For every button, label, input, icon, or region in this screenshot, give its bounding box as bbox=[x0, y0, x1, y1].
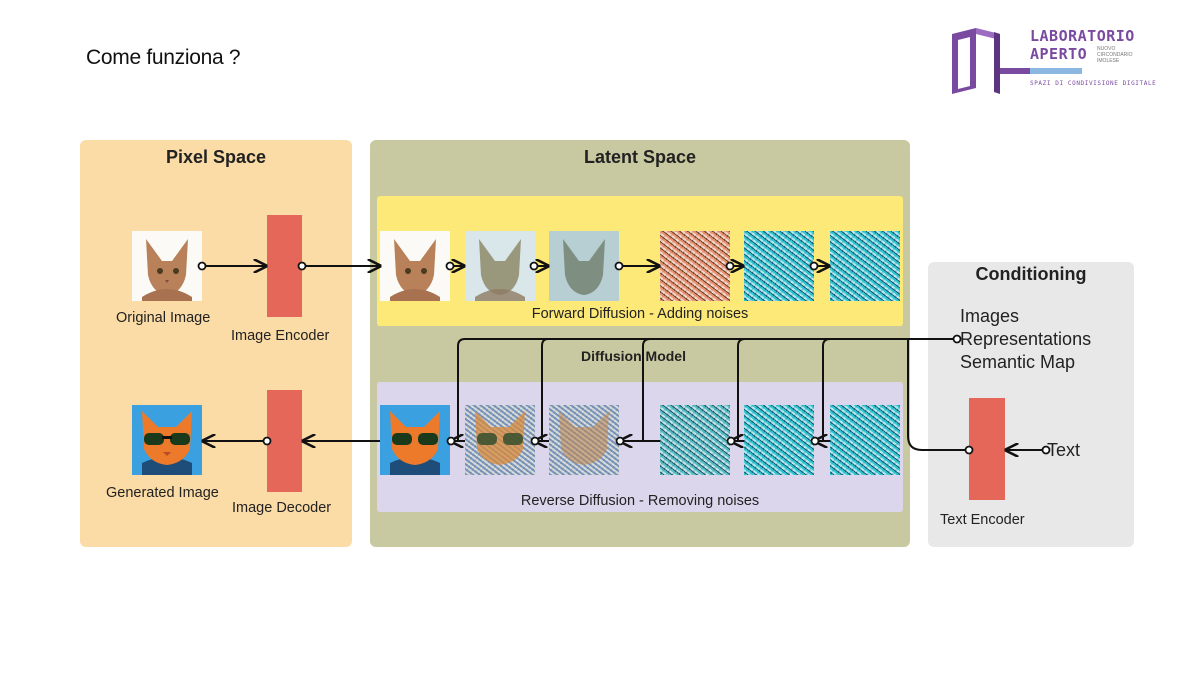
forward-step-6 bbox=[830, 231, 900, 301]
text-input-label: Text bbox=[1047, 440, 1081, 460]
logo-tagline: SPAZI DI CONDIVISIONE DIGITALE bbox=[1030, 80, 1157, 87]
conditioning-item-semantic-map: Semantic Map bbox=[960, 352, 1076, 372]
image-decoder-label: Image Decoder bbox=[232, 500, 332, 516]
logo-mark bbox=[952, 28, 1000, 94]
pixel-space-panel bbox=[80, 140, 352, 547]
image-decoder-bar bbox=[267, 390, 302, 492]
generated-image bbox=[132, 405, 202, 475]
reverse-step-2 bbox=[465, 405, 535, 475]
conditioning-item-images: Images bbox=[960, 306, 1020, 326]
conditioning-panel bbox=[928, 262, 1134, 547]
logo-bar bbox=[1000, 68, 1030, 74]
reverse-step-6 bbox=[830, 405, 900, 475]
forward-step-4 bbox=[660, 231, 730, 301]
original-image bbox=[132, 231, 202, 301]
latent-space-title: Latent Space bbox=[583, 147, 697, 167]
image-encoder-bar bbox=[267, 215, 302, 317]
reverse-step-4 bbox=[660, 405, 730, 475]
reverse-diffusion-label: Reverse Diffusion - Removing noises bbox=[520, 493, 760, 509]
reverse-step-1 bbox=[380, 405, 450, 475]
cond-line-1 bbox=[457, 338, 957, 441]
text-encoder-label: Text Encoder bbox=[940, 512, 1025, 528]
generated-image-label: Generated Image bbox=[106, 485, 219, 501]
original-image-label: Original Image bbox=[116, 310, 211, 326]
logo-word-laboratorio: LABORATORIO bbox=[1030, 27, 1135, 45]
reverse-step-5 bbox=[744, 405, 814, 475]
conditioning-item-representations: Representations bbox=[960, 329, 1092, 349]
forward-step-1 bbox=[380, 231, 450, 301]
pixel-space-title: Pixel Space bbox=[165, 147, 267, 167]
cond-line-text-encoder bbox=[907, 339, 969, 451]
conditioning-title: Conditioning bbox=[975, 264, 1087, 284]
image-encoder-label: Image Encoder bbox=[231, 328, 330, 344]
slide-title: Come funziona ? bbox=[86, 46, 241, 69]
logo-word-aperto: APERTO bbox=[1030, 45, 1088, 63]
conditioning-list: Images Representations Semantic Map bbox=[960, 305, 1091, 374]
forward-step-2 bbox=[465, 231, 535, 301]
diffusion-model-label: Diffusion Model bbox=[581, 348, 686, 364]
forward-step-3 bbox=[549, 231, 619, 301]
reverse-step-3 bbox=[549, 405, 619, 475]
forward-step-5 bbox=[744, 231, 814, 301]
forward-diffusion-label: Forward Diffusion - Adding noises bbox=[531, 306, 749, 322]
logo-bar-blue bbox=[1030, 68, 1082, 74]
text-encoder-bar bbox=[969, 398, 1005, 500]
